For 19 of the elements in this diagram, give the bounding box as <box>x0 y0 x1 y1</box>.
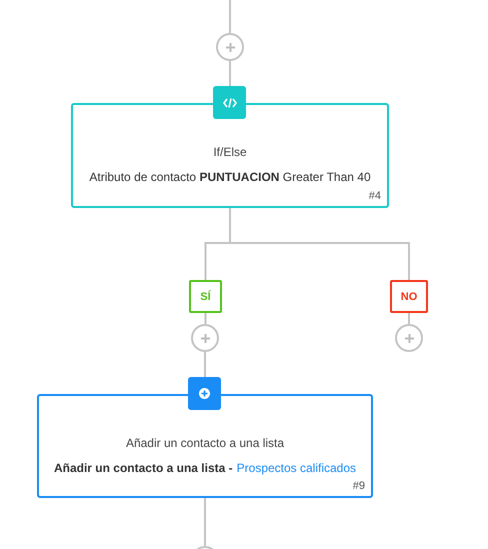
step-number: #4 <box>368 190 381 202</box>
connector-line <box>204 313 206 324</box>
step-title: Añadir un contacto a una lista <box>126 436 284 450</box>
connector-line <box>204 352 206 377</box>
step-number: #9 <box>352 480 365 492</box>
add-step-circle <box>395 324 423 352</box>
step-description: Añadir un contacto a una lista - <box>54 461 233 475</box>
step-title: If/Else <box>213 145 247 159</box>
connector-line <box>229 208 410 280</box>
connector-line <box>204 498 206 546</box>
connector-line <box>229 61 231 86</box>
list-link: Prospectos calificados <box>236 461 356 475</box>
connector-line <box>229 0 231 33</box>
add-step-circle <box>191 324 219 352</box>
connector-line <box>408 313 410 324</box>
branch-label: SÍ <box>189 280 222 313</box>
add-step-circle <box>216 33 244 61</box>
branch-label: NO <box>390 280 428 313</box>
step-description: Atributo de contacto PUNTUACION Greater Than 40 <box>89 170 371 184</box>
